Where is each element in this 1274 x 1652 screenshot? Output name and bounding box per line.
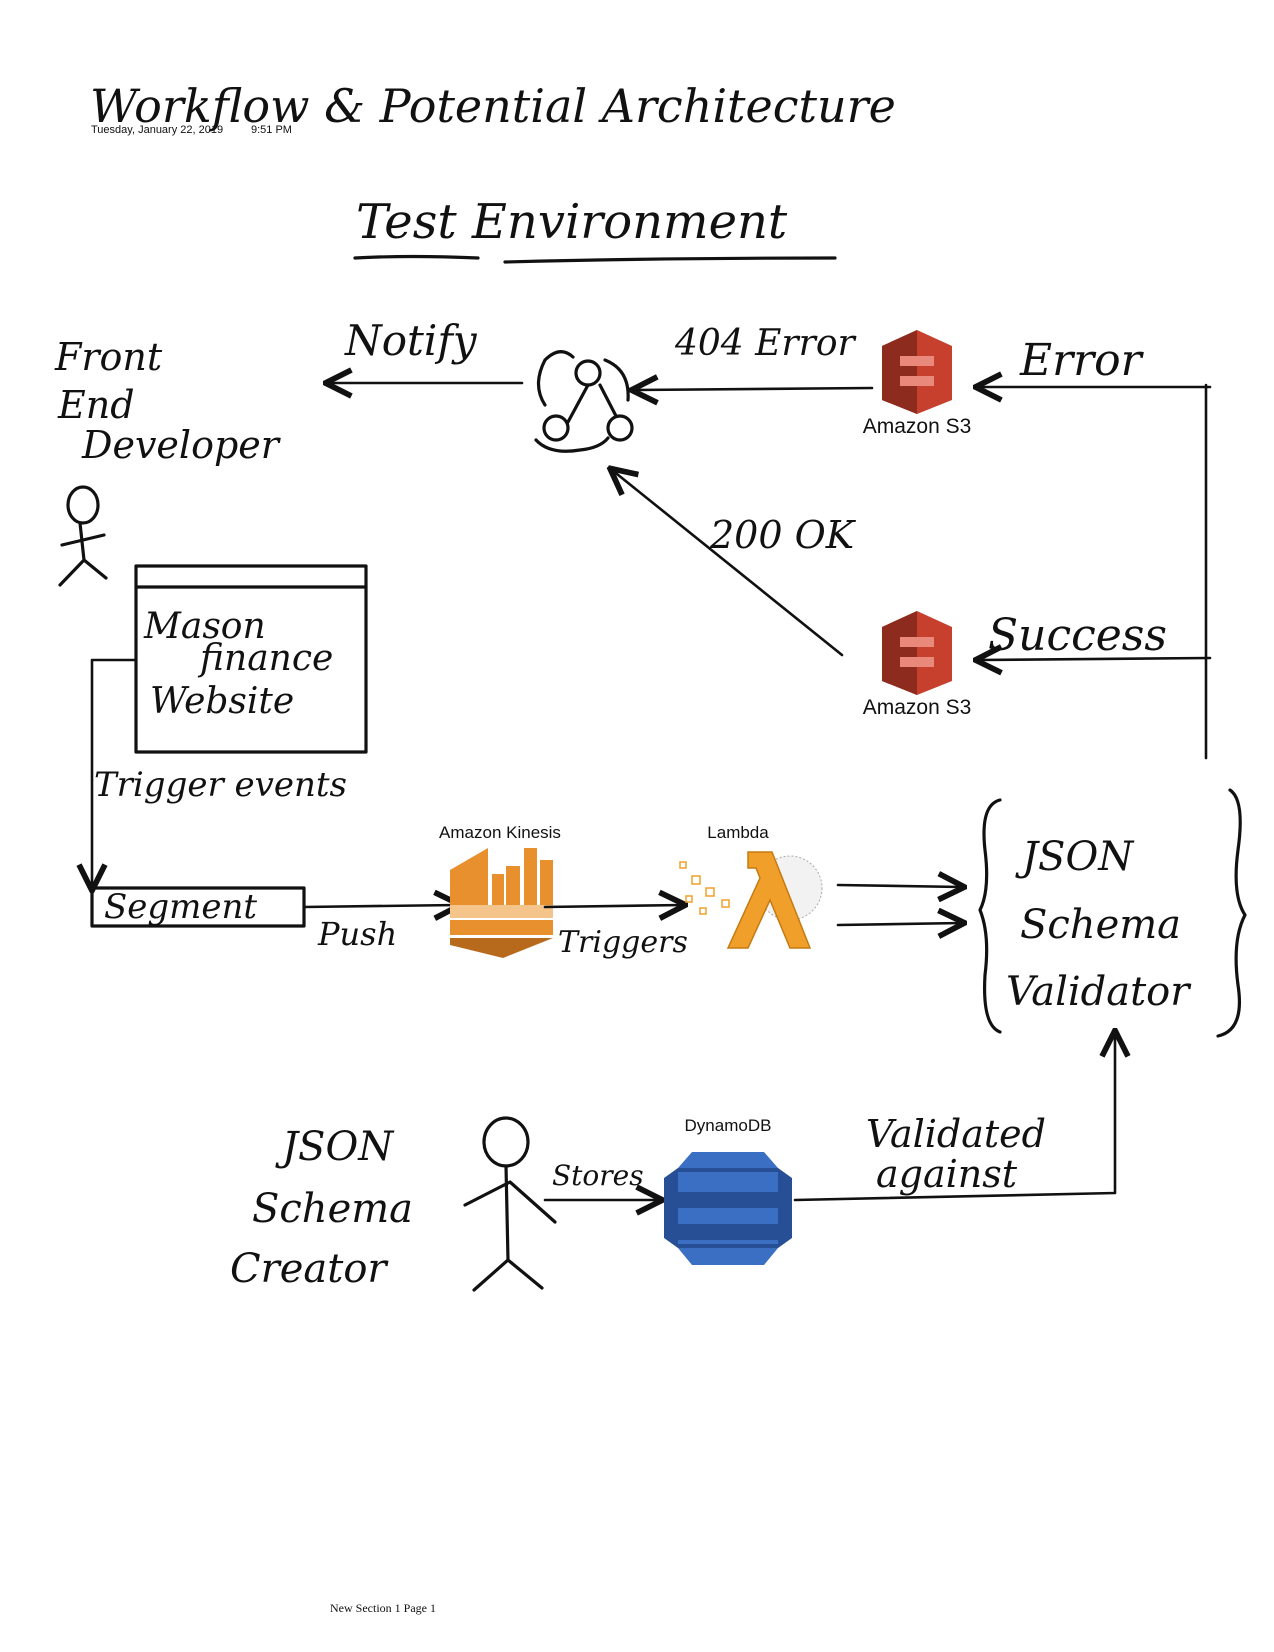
validated-against-arrow	[793, 1033, 1115, 1202]
page-footer: New Section 1 Page 1	[330, 1601, 436, 1615]
lambda-to-validator-arrow-1	[836, 885, 962, 887]
amazon-kinesis-icon	[450, 848, 553, 958]
error-404-arrow	[634, 388, 874, 390]
svg-text:Developer: Developer	[81, 423, 282, 467]
svg-text:Front: Front	[54, 335, 163, 379]
svg-text:Validator: Validator	[1006, 969, 1192, 1015]
lambda-to-validator-arrow-2	[836, 923, 962, 925]
validated-against-label-1: Validated	[866, 1112, 1046, 1156]
page-title: Workflow & Potential Architecture	[90, 79, 896, 133]
notify-label: Notify	[344, 316, 478, 365]
ok-200-label: 200 OK	[709, 513, 857, 557]
page-subtitle: Test Environment	[356, 194, 788, 250]
svg-text:JSON: JSON	[1015, 834, 1135, 880]
segment-box: Segment	[90, 886, 306, 928]
kinesis-label: Amazon Kinesis	[439, 823, 561, 842]
json-schema-validator: JSON Schema Validator	[978, 788, 1247, 1038]
dynamodb-icon	[664, 1152, 792, 1265]
subtitle-underline-1	[353, 254, 480, 260]
svg-text:End: End	[57, 383, 135, 427]
lambda-label: Lambda	[707, 823, 769, 842]
svg-text:Website: Website	[150, 681, 294, 722]
error-404-label: 404 Error	[674, 323, 857, 364]
svg-text:JSON: JSON	[275, 1124, 395, 1170]
push-arrow	[302, 905, 458, 907]
validated-against-label-2: against	[876, 1152, 1018, 1196]
success-arrow	[978, 658, 1212, 660]
amazon-s3-success-icon	[882, 611, 952, 695]
svg-text:Schema: Schema	[252, 1186, 413, 1232]
triggers-label: Triggers	[558, 925, 688, 960]
page-time: 9:51 PM	[251, 124, 292, 136]
s3-error-label: Amazon S3	[863, 415, 972, 438]
svg-text:Schema: Schema	[1020, 902, 1181, 948]
subtitle-underline-2	[503, 256, 837, 264]
svg-text:Segment: Segment	[104, 887, 257, 927]
front-end-developer-label: Front End Developer	[54, 335, 282, 467]
success-label: Success	[988, 610, 1167, 661]
svg-text:Mason: Mason	[143, 606, 266, 647]
error-label: Error	[1019, 335, 1145, 386]
json-schema-creator-label: JSON Schema Creator	[230, 1124, 413, 1292]
front-end-developer-figure	[58, 485, 108, 587]
page-date: Tuesday, January 22, 2019	[91, 124, 223, 136]
aws-lambda-icon	[679, 851, 823, 949]
webhook-icon	[534, 350, 634, 453]
trigger-events-arrow	[92, 658, 138, 888]
stores-label: Stores	[552, 1159, 644, 1192]
mason-finance-website-box: Mason finance Website	[134, 564, 368, 754]
json-schema-creator-figure	[463, 1116, 557, 1292]
trigger-events-label: Trigger events	[94, 765, 347, 805]
svg-text:Creator: Creator	[230, 1246, 389, 1292]
dynamodb-label: DynamoDB	[685, 1116, 772, 1135]
svg-text:finance: finance	[197, 638, 333, 679]
triggers-arrow	[543, 905, 683, 907]
amazon-s3-error-icon	[882, 330, 952, 414]
ok-200-arrow	[612, 470, 844, 657]
s3-success-label: Amazon S3	[863, 696, 972, 719]
push-label: Push	[317, 915, 397, 953]
